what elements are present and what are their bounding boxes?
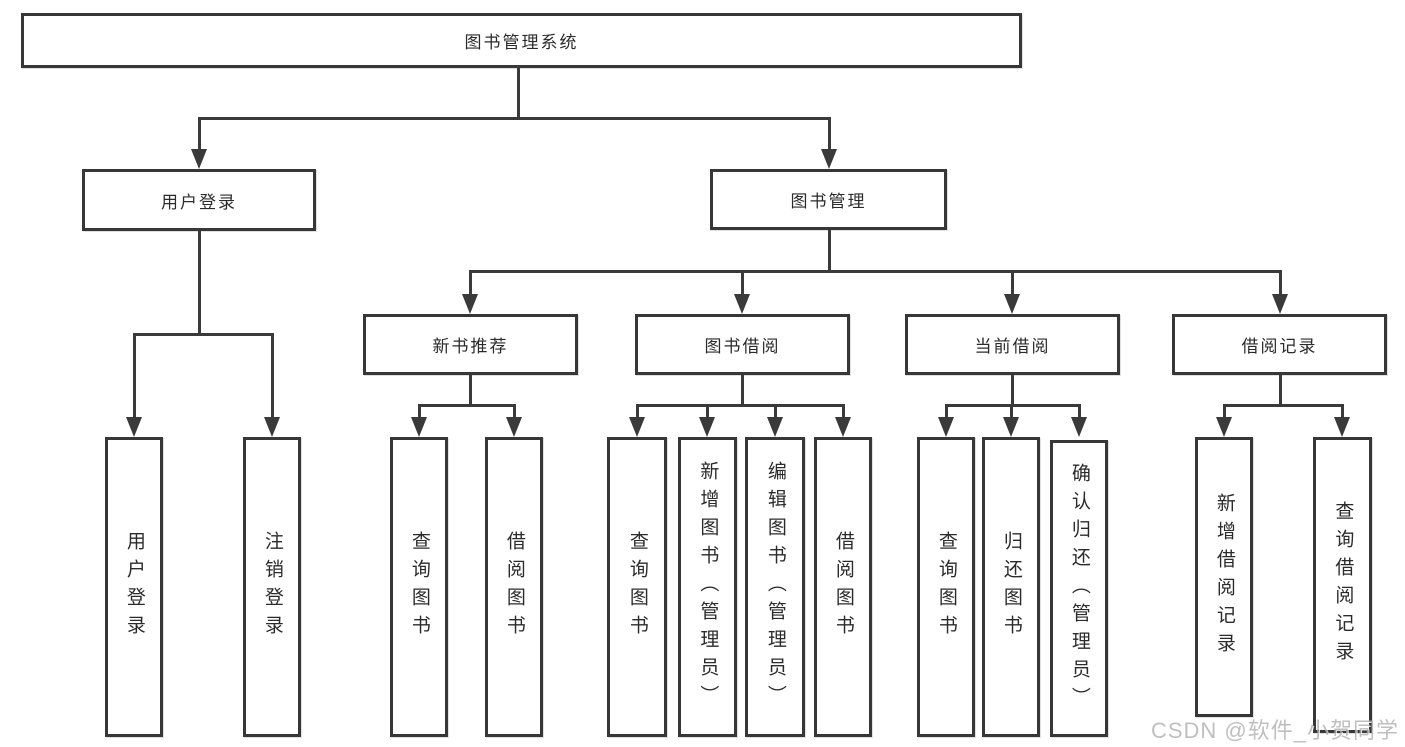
leaf-logout: 注销登录 [243, 437, 301, 737]
arrow-down-icon [191, 149, 207, 169]
leaf-current-confirm-admin: 确认归还（管理员） [1050, 440, 1108, 737]
connector-line [774, 404, 777, 421]
arrow-down-icon [462, 294, 478, 314]
leaf-borrow-edit-admin-label: 编辑图书（管理员） [764, 461, 786, 713]
leaf-borrow-add-admin: 新增图书（管理员） [678, 437, 737, 737]
connector-line [133, 333, 136, 421]
leaf-newbook-borrow: 借阅图书 [485, 437, 543, 737]
leaf-user-login-label: 用户登录 [123, 531, 145, 643]
leaf-user-login: 用户登录 [105, 437, 163, 737]
connector-line [1223, 404, 1226, 421]
connector-line [741, 375, 744, 407]
leaf-record-query-label: 查询借阅记录 [1332, 501, 1354, 669]
node-book-mgmt: 图书管理 [710, 169, 947, 230]
leaf-record-query: 查询借阅记录 [1313, 437, 1372, 733]
arrow-down-icon [699, 417, 715, 437]
arrow-down-icon [835, 417, 851, 437]
connector-line [1279, 375, 1282, 407]
connector-line [1078, 404, 1081, 421]
node-root: 图书管理系统 [21, 13, 1022, 68]
arrow-down-icon [1334, 417, 1350, 437]
connector-line [828, 117, 831, 153]
leaf-current-confirm-admin-label: 确认归还（管理员） [1068, 462, 1090, 715]
connector-line [469, 375, 472, 407]
connector-line [1279, 270, 1282, 298]
connector-line [517, 66, 520, 118]
connector-line [418, 404, 421, 421]
connector-line [1011, 375, 1014, 407]
arrow-down-icon [734, 294, 750, 314]
leaf-borrow-book: 借阅图书 [814, 437, 872, 737]
leaf-current-return-label: 归还图书 [1000, 531, 1022, 643]
node-root-label: 图书管理系统 [464, 33, 579, 52]
leaf-record-add: 新增借阅记录 [1195, 437, 1253, 717]
node-book-borrow-label: 图书借阅 [704, 337, 781, 356]
arrow-down-icon [264, 417, 280, 437]
node-user-login: 用户登录 [82, 169, 316, 231]
node-book-mgmt-label: 图书管理 [790, 192, 867, 211]
node-borrow-records-label: 借阅记录 [1241, 337, 1318, 356]
connector-line [469, 270, 472, 298]
watermark: CSDN @软件_小贺同学 [1150, 718, 1399, 743]
leaf-borrow-book-label: 借阅图书 [832, 531, 854, 643]
node-current-borrow-label: 当前借阅 [974, 337, 1051, 356]
connector-line [636, 404, 845, 407]
node-new-book-rec-label: 新书推荐 [432, 337, 509, 356]
arrow-down-icon [767, 417, 783, 437]
arrow-down-icon [821, 149, 837, 169]
connector-line [1223, 404, 1344, 407]
connector-line [133, 333, 274, 336]
leaf-newbook-borrow-label: 借阅图书 [503, 531, 525, 643]
connector-line [1011, 270, 1014, 298]
leaf-logout-label: 注销登录 [261, 531, 283, 643]
connector-line [1010, 404, 1013, 421]
connector-line [706, 404, 709, 421]
arrow-down-icon [1272, 294, 1288, 314]
connector-line [198, 231, 201, 336]
node-user-login-label: 用户登录 [161, 192, 237, 212]
connector-line [945, 404, 1081, 407]
node-book-borrow: 图书借阅 [635, 314, 850, 375]
connector-line [198, 117, 201, 153]
connector-line [741, 270, 744, 298]
leaf-current-return: 归还图书 [982, 437, 1040, 737]
arrow-down-icon [1216, 417, 1232, 437]
node-current-borrow: 当前借阅 [905, 314, 1120, 375]
arrow-down-icon [938, 417, 954, 437]
connector-line [198, 117, 831, 120]
arrow-down-icon [1004, 294, 1020, 314]
connector-line [271, 333, 274, 421]
node-borrow-records: 借阅记录 [1172, 314, 1387, 375]
connector-line [945, 404, 948, 421]
leaf-borrow-edit-admin: 编辑图书（管理员） [745, 437, 805, 737]
leaf-current-query: 查询图书 [917, 437, 975, 737]
arrow-down-icon [506, 417, 522, 437]
arrow-down-icon [1003, 417, 1019, 437]
leaf-record-add-label: 新增借阅记录 [1213, 493, 1235, 661]
connector-line [1341, 404, 1344, 421]
connector-line [418, 404, 516, 407]
leaf-newbook-query: 查询图书 [390, 437, 448, 737]
arrow-down-icon [629, 417, 645, 437]
node-new-book-rec: 新书推荐 [363, 314, 578, 375]
leaf-borrow-query: 查询图书 [607, 437, 667, 737]
connector-line [842, 404, 845, 421]
leaf-borrow-add-admin-label: 新增图书（管理员） [697, 461, 719, 713]
arrow-down-icon [1071, 417, 1087, 437]
leaf-current-query-label: 查询图书 [935, 531, 957, 643]
arrow-down-icon [126, 417, 142, 437]
connector-line [636, 404, 639, 421]
connector-line [513, 404, 516, 421]
connector-line [469, 270, 1282, 273]
connector-line [828, 230, 831, 273]
leaf-borrow-query-label: 查询图书 [626, 531, 648, 643]
arrow-down-icon [411, 417, 427, 437]
leaf-newbook-query-label: 查询图书 [408, 531, 430, 643]
